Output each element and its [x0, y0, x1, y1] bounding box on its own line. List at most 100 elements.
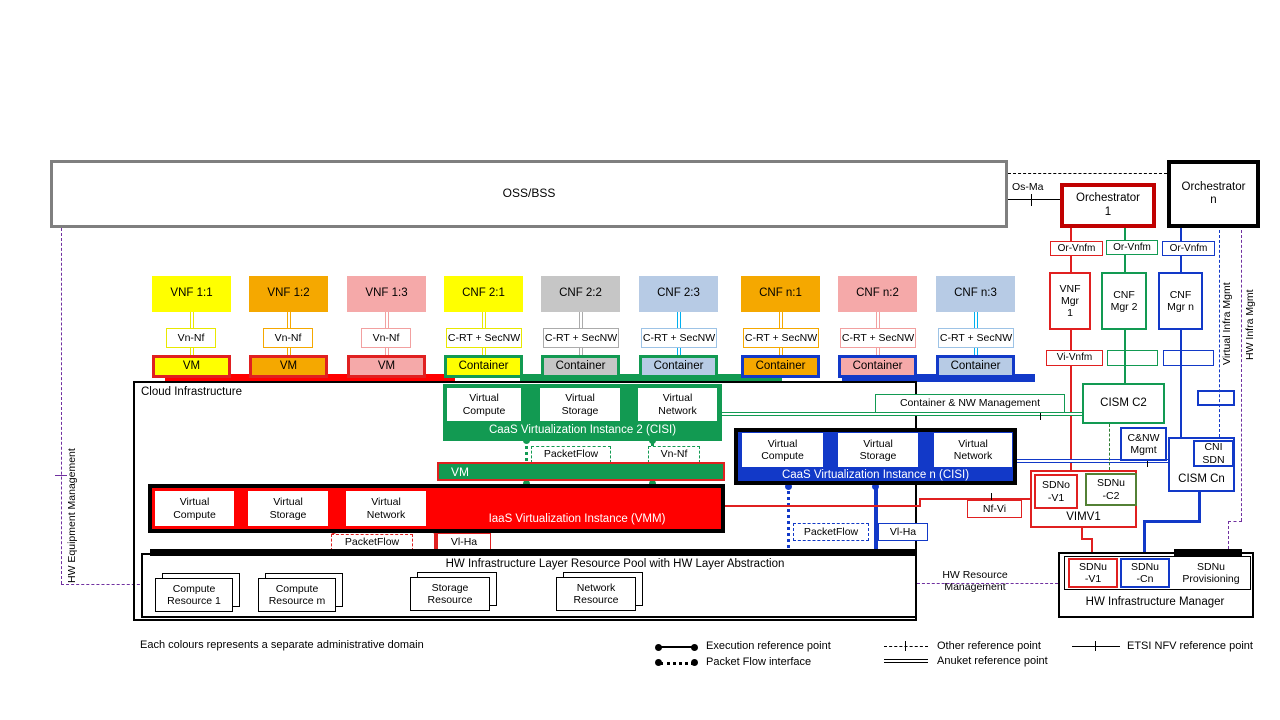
- runtime-label: Container: [653, 359, 704, 372]
- caasn-packetflow-dot-top: [785, 483, 792, 490]
- runtime-vm-1: VM: [152, 355, 231, 378]
- nf-label: CNF n:3: [954, 287, 997, 300]
- sdnu-provisioning-text: SDNu Provisioning: [1182, 560, 1240, 585]
- or-vnfm-2-text: Or-Vnfm: [1113, 241, 1151, 253]
- hw-pool-title: HW Infrastructure Layer Resource Pool wi…: [320, 558, 910, 572]
- vimv1-sdnuv1-step-h: [1081, 538, 1093, 540]
- vm-bar-label: VM: [451, 465, 469, 479]
- iaas-nfvi-line-h1: [725, 505, 921, 507]
- vimv1-box: SDNo -V1 SDNu -C2 VIMV1: [1030, 470, 1137, 528]
- runtime-label: Container: [755, 359, 806, 372]
- nf-box-cnf23: CNF 2:3: [639, 276, 718, 312]
- or-vnfm-2-label: Or-Vnfm: [1106, 240, 1158, 255]
- cism-cn-box: CNI SDN CISM Cn: [1168, 437, 1235, 492]
- runtime-label: Container: [458, 359, 509, 372]
- caas2-vnnf-label: Vn-Nf: [648, 446, 700, 463]
- cism-cn-title: CISM Cn: [1170, 472, 1233, 488]
- legend-etsi-label: ETSI NFV reference point: [1127, 640, 1253, 652]
- hw-equipment-dashed-v: [61, 228, 62, 584]
- packetflow-text: PacketFlow: [543, 448, 599, 461]
- cismcn-sdnucn-step-v2: [1143, 520, 1146, 554]
- virtual-storage-label: Virtual Storage: [269, 496, 307, 521]
- or-vnfm-n-label: Or-Vnfm: [1162, 241, 1215, 256]
- caas2-packetflow-dot-bottom: [523, 480, 530, 487]
- hw-equipment-tick: [55, 475, 67, 476]
- caasn-box: Virtual Compute Virtual Storage Virtual …: [734, 428, 1017, 485]
- iface-label-1: Vn-Nf: [166, 328, 216, 348]
- virtual-storage-label: Virtual Storage: [561, 392, 599, 417]
- nf-box-cnfn3: CNF n:3: [936, 276, 1015, 312]
- iaas-virtual-storage: Virtual Storage: [248, 491, 328, 526]
- sdnu-provisioning-bar: [1174, 549, 1242, 556]
- iaas-title-text: IaaS Virtualization Instance (VMM): [488, 513, 666, 526]
- hw-equipment-dashed-h: [61, 584, 150, 585]
- orchestrator-n-label: Orchestrator n: [1181, 180, 1246, 206]
- resource-compute-m: Compute Resource m: [258, 578, 336, 612]
- virtual-network-label: Virtual Network: [953, 437, 993, 462]
- runtime-label: Container: [852, 359, 903, 372]
- nf-label: CNF 2:2: [559, 287, 602, 300]
- caas2-virtual-storage: Virtual Storage: [540, 388, 620, 421]
- small-blue-ref-box: [1197, 390, 1235, 406]
- caasn-vlha-label: Vl-Ha: [878, 523, 928, 541]
- sdno-v1-label: SDNo -V1: [1041, 479, 1070, 504]
- iface-text: C-RT + SecNW: [447, 331, 521, 344]
- caasn-vlha-dot-top: [872, 483, 879, 490]
- orch1-vnfmgr-red-line: [1070, 227, 1072, 470]
- orchestrator-n-box: Orchestrator n: [1167, 160, 1260, 228]
- iface-text: C-RT + SecNW: [744, 331, 818, 344]
- iface-label-5: C-RT + SecNW: [543, 328, 619, 348]
- vm-bar: VM: [437, 462, 725, 481]
- resource-network: Network Resource: [556, 577, 636, 611]
- runtime-label: VM: [279, 359, 298, 372]
- iface-text: Vn-Nf: [177, 331, 205, 344]
- packetflow-text: PacketFlow: [803, 525, 859, 538]
- empty-green-ref-box: [1107, 350, 1158, 366]
- nf-box-vnf13: VNF 1:3: [347, 276, 426, 312]
- hw-pool-title-text: HW Infrastructure Layer Resource Pool wi…: [445, 558, 785, 571]
- caasn-virtual-network: Virtual Network: [934, 433, 1012, 467]
- legend-other-tick: [905, 641, 906, 651]
- hw-equipment-mgmt-label: HW Equipment Management: [66, 448, 78, 583]
- virtual-network-label: Virtual Network: [658, 392, 697, 417]
- cismcn-sdnucn-step-h: [1143, 520, 1201, 523]
- legend-other-symbol: [884, 646, 928, 647]
- vi-vnfm-label: Vi-Vnfm: [1046, 350, 1103, 366]
- iface-label-8: C-RT + SecNW: [840, 328, 916, 348]
- virtual-network-label: Virtual Network: [366, 496, 406, 521]
- os-ma-label: Os-Ma: [1012, 181, 1044, 193]
- vimv1-sdnuv1-step-v2: [1091, 538, 1093, 554]
- iface-text: C-RT + SecNW: [642, 331, 716, 344]
- hw-infra-mgmt-label: HW Infra Mgmt: [1244, 289, 1256, 360]
- os-ma-tick: [1031, 194, 1032, 206]
- vimv1-title: VIMV1: [1032, 510, 1135, 526]
- resource-storage: Storage Resource: [410, 577, 490, 611]
- iface-label-3: Vn-Nf: [361, 328, 411, 348]
- runtime-vm-2: VM: [249, 355, 328, 378]
- hw-resource-mgmt-label: HW Resource Management: [928, 566, 1022, 596]
- runtime-label: Container: [950, 359, 1001, 372]
- virtual-compute-label: Virtual Compute: [761, 437, 804, 462]
- vi-vnfm-text: Vi-Vnfm: [1056, 352, 1093, 364]
- vnf-mgr-1-box: VNF Mgr 1: [1049, 272, 1091, 330]
- nfvi-tick: [991, 493, 992, 504]
- nf-vi-text: Nf-Vi: [982, 502, 1007, 515]
- resource-label: Compute Resource 1: [167, 582, 221, 607]
- hw-infra-manager-box: SDNu -V1 SDNu -Cn SDNu Provisioning HW I…: [1058, 552, 1254, 618]
- legend-execution-dot-right: [691, 644, 698, 651]
- iface-label-7: C-RT + SecNW: [743, 328, 819, 348]
- orchn-cnfmgr-blue-line: [1180, 227, 1182, 437]
- iaas-title: IaaS Virtualization Instance (VMM): [432, 512, 722, 528]
- runtime-container-8: Container: [838, 355, 917, 378]
- nf-box-cnf21: CNF 2:1: [444, 276, 523, 312]
- vl-ha-text: Vl-Ha: [450, 535, 478, 548]
- virtual-storage-label: Virtual Storage: [859, 437, 897, 462]
- runtime-container-5: Container: [541, 355, 620, 378]
- nf-label: CNF n:2: [856, 287, 899, 300]
- sdnu-c2-box: SDNu -C2: [1085, 473, 1137, 506]
- vimv1-label: VIMV1: [1066, 511, 1101, 524]
- legend-other-label: Other reference point: [937, 640, 1041, 652]
- orchestrator-1-box: Orchestrator 1: [1060, 183, 1156, 228]
- sdnu-c2-label: SDNu -C2: [1096, 477, 1125, 502]
